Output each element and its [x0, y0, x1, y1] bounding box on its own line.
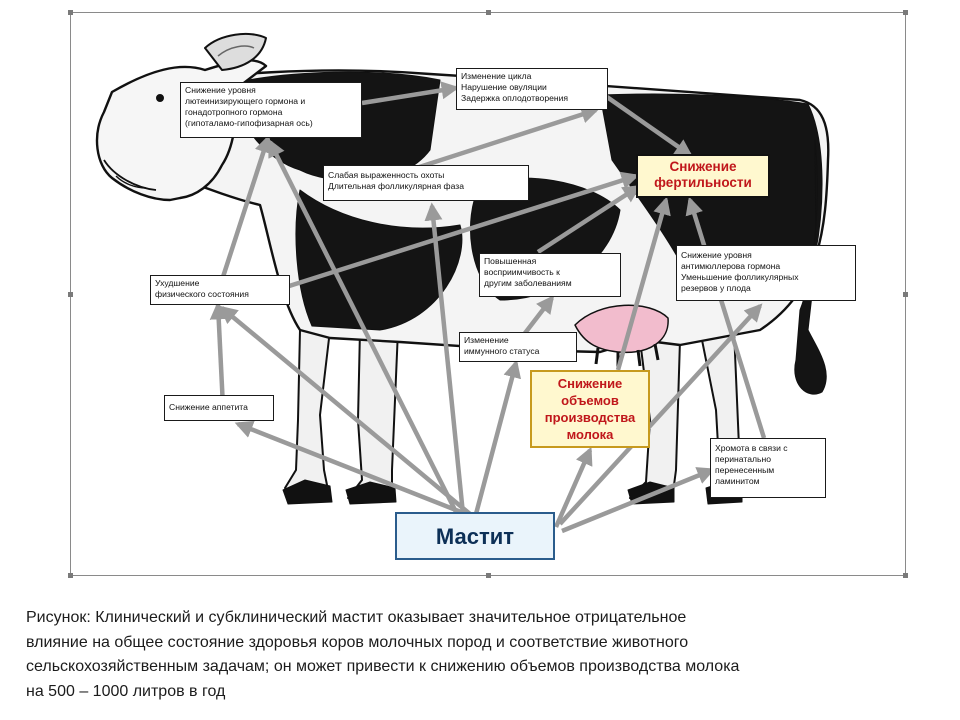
frame-handle	[903, 292, 908, 297]
caption-line: Рисунок: Клинический и субклинический ма…	[26, 609, 687, 626]
mastitis-box: Мастит	[395, 512, 555, 560]
appetite-box: Снижение аппетита	[164, 395, 274, 421]
mastitis-diagram	[95, 32, 830, 534]
frame-handle	[68, 573, 73, 578]
connector-arrows	[209, 81, 767, 534]
milk-decline-box: Снижение объемов производства молока	[530, 370, 650, 448]
frame-handle	[903, 573, 908, 578]
figure-caption: Рисунок: Клинический и субклинический ма…	[26, 606, 948, 704]
caption-line: на 500 – 1000 литров в год	[26, 682, 226, 700]
caption-line: влияние на общее состояние здоровья коро…	[26, 633, 689, 651]
frame-handle	[486, 10, 491, 15]
cow-illustration	[95, 32, 830, 505]
frame-handle	[486, 573, 491, 578]
caption-line: сельскохозяйственным задачам; он может п…	[26, 658, 740, 675]
frame-handle	[68, 10, 73, 15]
frame-handle	[903, 10, 908, 15]
frame-handle	[68, 292, 73, 297]
fertility-decline-box: Снижение фертильности	[636, 154, 770, 198]
